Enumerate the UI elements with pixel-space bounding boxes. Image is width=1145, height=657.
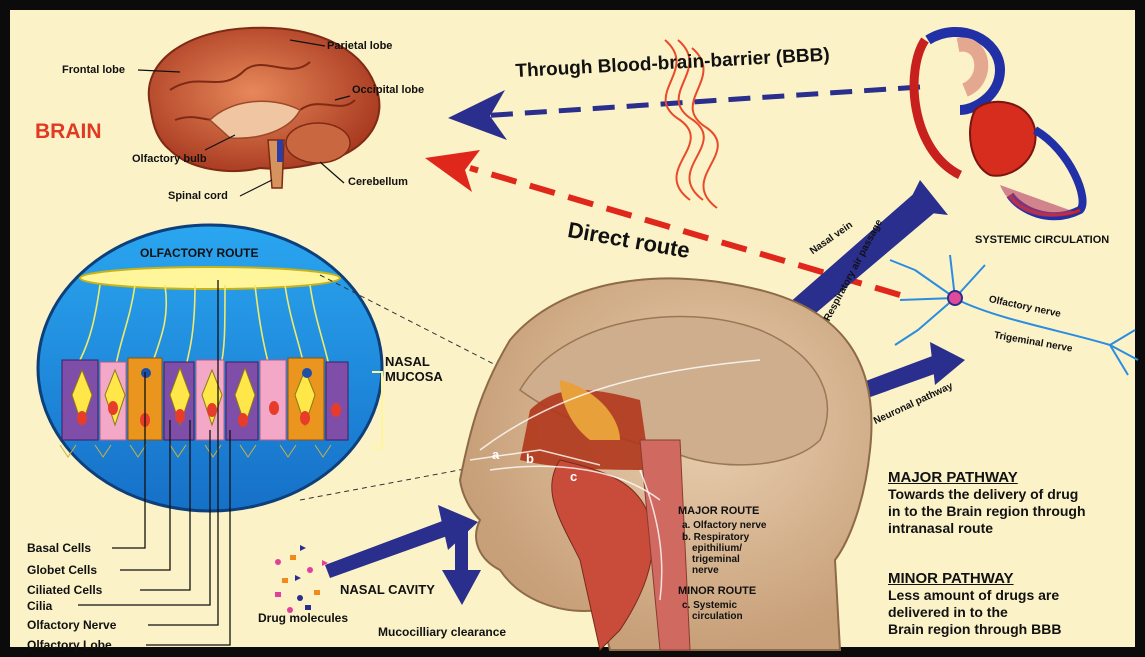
cell-label-ciliated: Ciliated Cells <box>27 584 102 597</box>
olfactory-route-title: OLFACTORY ROUTE <box>140 247 258 260</box>
label-cerebellum: Cerebellum <box>348 176 408 188</box>
major-route-b1: b. Respiratory <box>682 532 749 544</box>
head-illustration <box>460 278 872 650</box>
cell-label-globet: Globet Cells <box>27 564 97 577</box>
neuron-illustration <box>890 255 1138 375</box>
inside-label-a: a <box>492 448 499 463</box>
cell-label-basal: Basal Cells <box>27 542 91 555</box>
major-route-b4: nerve <box>692 565 719 577</box>
major-pathway-line2: in to the Brain region through <box>888 504 1086 519</box>
brain-title: BRAIN <box>35 120 102 143</box>
systemic-circulation-label: SYSTEMIC CIRCULATION <box>975 234 1109 246</box>
minor-pathway-line3: Brain region through BBB <box>888 622 1061 637</box>
major-route-title: MAJOR ROUTE <box>678 505 759 518</box>
minor-route-c2: circulation <box>692 611 743 623</box>
major-pathway-line1: Towards the delivery of drug <box>888 487 1078 502</box>
cell-label-olfactory-lobe: Olfactory Lobe <box>27 639 112 652</box>
label-frontal-lobe: Frontal lobe <box>62 64 125 76</box>
major-pathway-line3: intranasal route <box>888 521 993 536</box>
cell-label-olfactory-nerve: Olfactory Nerve <box>27 619 116 632</box>
heart-illustration <box>914 32 1083 217</box>
minor-route-c1: c. Systemic <box>682 600 737 612</box>
minor-pathway-line1: Less amount of drugs are <box>888 588 1059 603</box>
minor-pathway-title: MINOR PATHWAY <box>888 571 1014 588</box>
drug-molecules <box>275 545 328 613</box>
major-pathway-title: MAJOR PATHWAY <box>888 470 1018 487</box>
inside-label-b: b <box>526 452 534 467</box>
label-olfactory-bulb: Olfactory bulb <box>132 153 207 165</box>
major-route-b2: epithilium/ <box>692 543 742 555</box>
nasal-cavity-label: NASAL CAVITY <box>340 583 435 597</box>
label-parietal-lobe: Parietal lobe <box>327 40 392 52</box>
nasal-mucosa-line1: NASAL <box>385 355 430 369</box>
inside-label-c: c <box>570 470 577 485</box>
major-route-b3: trigeminal <box>692 554 740 566</box>
major-route-a: a. Olfactory nerve <box>682 520 766 532</box>
drug-molecules-label: Drug molecules <box>258 612 348 625</box>
nasal-mucosa-line2: MUCOSA <box>385 370 443 384</box>
label-spinal-cord: Spinal cord <box>168 190 228 202</box>
label-occipital-lobe: Occipital lobe <box>352 84 424 96</box>
cell-label-cilia: Cilia <box>27 600 52 613</box>
minor-pathway-line2: delivered in to the <box>888 605 1008 620</box>
minor-route-title: MINOR ROUTE <box>678 585 756 598</box>
mucociliary-clearance-label: Mucocilliary clearance <box>378 626 506 639</box>
